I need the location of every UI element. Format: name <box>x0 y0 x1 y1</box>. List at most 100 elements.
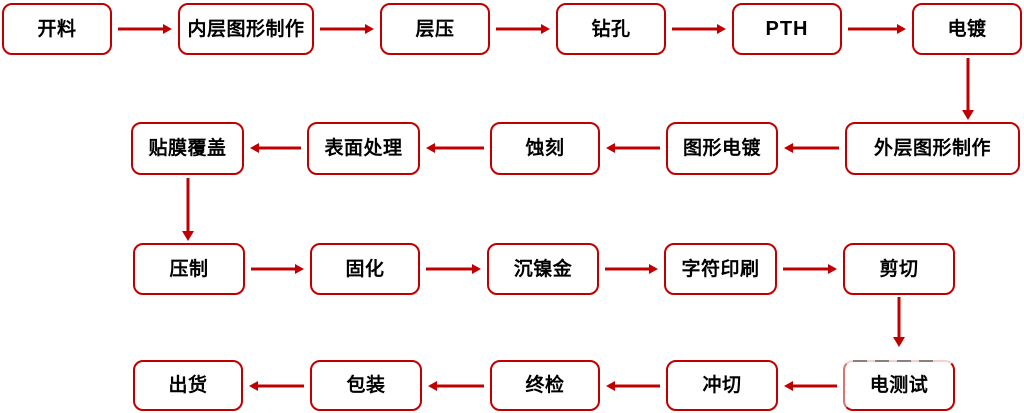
process-node-label: 内层图形制作 <box>187 18 305 40</box>
process-node-label: 沉镍金 <box>513 258 573 280</box>
arrow-head-icon <box>472 264 481 274</box>
arrow-head-icon <box>426 143 435 153</box>
process-node-tuxing-diandu[interactable]: 图形电镀 <box>666 122 778 175</box>
arrow-head-icon <box>249 381 258 391</box>
process-node-label: 图形电镀 <box>682 138 761 159</box>
process-node-dianceshi[interactable]: 电测试 <box>843 360 955 411</box>
arrow-shaft <box>251 267 296 271</box>
process-node-label: 固化 <box>345 258 385 280</box>
flow-arrow-left <box>784 141 839 155</box>
process-node-chen-nie-jin[interactable]: 沉镍金 <box>487 243 599 295</box>
process-node-neiceng-tuxing[interactable]: 内层图形制作 <box>178 3 314 55</box>
process-node-label: 压制 <box>169 258 209 280</box>
flow-arrow-right <box>118 22 172 36</box>
arrow-head-icon <box>606 381 615 391</box>
process-node-label: 贴膜覆盖 <box>148 138 227 159</box>
process-node-label: 层压 <box>415 18 455 40</box>
process-node-biaomian-chuli[interactable]: 表面处理 <box>307 122 420 175</box>
process-node-waiceng-tuxing[interactable]: 外层图形制作 <box>845 122 1020 175</box>
arrow-shaft <box>605 267 650 271</box>
process-node-label: 出货 <box>168 375 208 396</box>
arrow-shaft <box>792 146 839 150</box>
arrow-shaft <box>436 384 484 388</box>
flow-arrow-right <box>605 262 658 276</box>
flow-arrow-right <box>320 22 374 36</box>
flow-arrow-right <box>672 22 726 36</box>
process-node-label: 字符印刷 <box>681 258 760 280</box>
flow-arrow-left <box>784 379 837 393</box>
arrow-head-icon <box>250 143 259 153</box>
arrow-head-icon <box>182 231 194 241</box>
arrow-shaft <box>848 27 898 31</box>
process-node-zuankong[interactable]: 钻孔 <box>556 3 666 55</box>
process-node-guhua[interactable]: 固化 <box>310 243 420 295</box>
arrow-head-icon <box>717 24 726 34</box>
process-node-chuhuo[interactable]: 出货 <box>133 360 243 411</box>
process-node-pth[interactable]: PTH <box>732 3 842 55</box>
process-node-diandu[interactable]: 电镀 <box>912 3 1022 55</box>
flow-arrow-right <box>496 22 550 36</box>
arrow-shaft <box>614 146 660 150</box>
arrow-shaft <box>783 267 829 271</box>
process-node-label: 终检 <box>525 375 565 396</box>
flow-arrow-left <box>249 379 304 393</box>
process-node-label: PTH <box>765 18 809 40</box>
flow-arrow-left <box>250 141 301 155</box>
arrow-shaft <box>257 384 304 388</box>
process-node-label: 冲切 <box>702 375 742 396</box>
process-node-label: 外层图形制作 <box>873 138 991 159</box>
flow-arrow-left <box>428 379 484 393</box>
flow-arrow-right <box>848 22 906 36</box>
process-node-zifu-yinshua[interactable]: 字符印刷 <box>664 243 777 295</box>
arrow-head-icon <box>649 264 658 274</box>
process-node-label: 电镀 <box>947 18 987 40</box>
arrow-shaft <box>897 297 901 338</box>
flow-arrow-right <box>251 262 304 276</box>
arrow-shaft <box>792 384 837 388</box>
process-node-jianqie[interactable]: 剪切 <box>843 243 955 295</box>
arrow-head-icon <box>962 110 974 120</box>
arrow-shaft <box>966 58 970 111</box>
arrow-head-icon <box>541 24 550 34</box>
flow-arrow-right <box>426 262 481 276</box>
process-node-label: 包装 <box>346 375 386 396</box>
flow-arrow-left <box>426 141 484 155</box>
process-node-yazhi[interactable]: 压制 <box>133 243 245 295</box>
arrow-head-icon <box>295 264 304 274</box>
process-node-label: 表面处理 <box>324 138 403 159</box>
process-node-cengya[interactable]: 层压 <box>380 3 490 55</box>
process-node-label: 蚀刻 <box>525 138 565 159</box>
arrow-shaft <box>614 384 660 388</box>
arrow-head-icon <box>828 264 837 274</box>
arrow-head-icon <box>365 24 374 34</box>
process-node-tiemo-fugai[interactable]: 贴膜覆盖 <box>131 122 244 175</box>
process-node-shike[interactable]: 蚀刻 <box>490 122 600 175</box>
arrow-head-icon <box>784 381 793 391</box>
flow-arrow-left <box>606 379 660 393</box>
arrow-head-icon <box>897 24 906 34</box>
process-node-zhongjian[interactable]: 终检 <box>490 360 600 411</box>
arrow-shaft <box>672 27 718 31</box>
process-node-label: 电测试 <box>869 375 929 396</box>
arrow-head-icon <box>784 143 793 153</box>
arrow-shaft <box>434 146 484 150</box>
flow-arrow-down <box>892 297 906 347</box>
process-node-chongqie[interactable]: 冲切 <box>666 360 778 411</box>
flow-arrow-down <box>961 58 975 120</box>
flow-arrow-left <box>606 141 660 155</box>
process-node-label: 钻孔 <box>591 18 631 40</box>
process-node-label: 剪切 <box>879 258 919 280</box>
arrow-shaft <box>186 178 190 232</box>
arrow-shaft <box>320 27 366 31</box>
arrow-shaft <box>496 27 542 31</box>
flow-arrow-down <box>181 178 195 241</box>
arrow-head-icon <box>893 337 905 347</box>
process-node-baozhuang[interactable]: 包装 <box>310 360 422 411</box>
arrow-head-icon <box>163 24 172 34</box>
arrow-shaft <box>258 146 301 150</box>
process-node-kailiao[interactable]: 开料 <box>2 3 112 55</box>
arrow-head-icon <box>428 381 437 391</box>
flow-arrow-right <box>783 262 837 276</box>
arrow-head-icon <box>606 143 615 153</box>
